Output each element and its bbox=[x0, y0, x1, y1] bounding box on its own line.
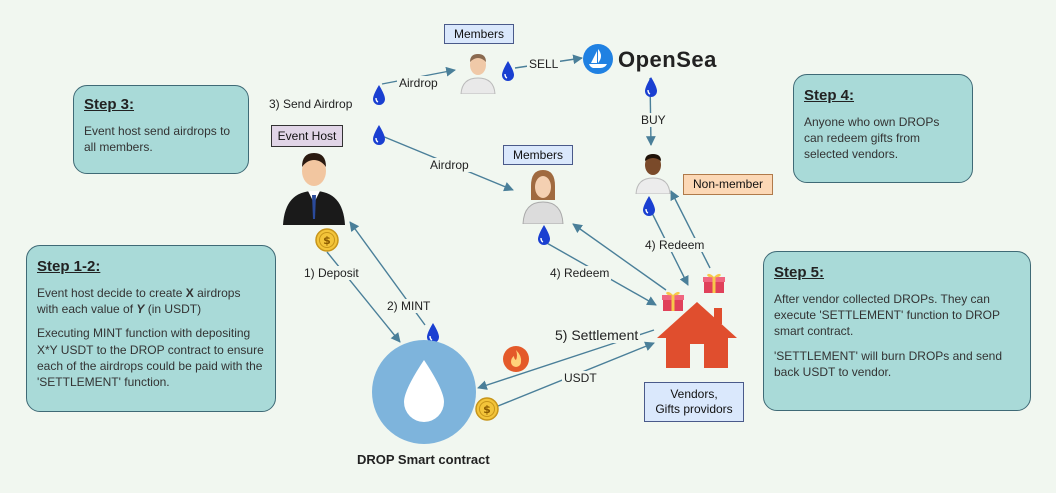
step12-paragraph-2: Executing MINT function with depositing … bbox=[37, 326, 264, 389]
step12-text-a: Event host decide to create bbox=[37, 286, 186, 300]
step5-paragraph-2: 'SETTLEMENT' will burn DROPs and send ba… bbox=[774, 348, 1002, 379]
gift-icon-left bbox=[662, 291, 684, 311]
step3-box: Step 3: Event host send airdrops to all … bbox=[73, 85, 249, 174]
non-member-avatar bbox=[635, 154, 671, 194]
vendors-tag: Vendors, Gifts providors bbox=[644, 382, 744, 422]
arrow-redeem-right-back bbox=[670, 190, 711, 269]
members-tag-top: Members bbox=[444, 24, 514, 44]
coin-icon-deposit: $ bbox=[315, 228, 339, 252]
step12-paragraph-1: Event host decide to create X airdrops w… bbox=[37, 285, 265, 317]
label-settlement: 5) Settlement bbox=[553, 327, 641, 343]
label-buy: BUY bbox=[639, 113, 668, 127]
step4-body: Anyone who own DROPs can redeem gifts fr… bbox=[804, 115, 940, 162]
gift-icon-right bbox=[703, 273, 725, 293]
member-top-avatar bbox=[460, 54, 496, 94]
step5-title: Step 5: bbox=[774, 264, 825, 281]
vendors-tag-line2: Gifts providors bbox=[655, 402, 733, 416]
step5-body: After vendor collected DROPs. They can e… bbox=[774, 291, 1020, 380]
step4-title: Step 4: bbox=[804, 87, 855, 104]
step12-text-b: airdrops with each value of bbox=[37, 286, 241, 317]
step3-body: Event host send airdrops to all members. bbox=[84, 124, 231, 155]
step12-title: Step 1-2: bbox=[37, 258, 101, 275]
label-redeem-right: 4) Redeem bbox=[643, 238, 707, 252]
label-airdrop-top: Airdrop bbox=[397, 76, 440, 90]
step12-text-c: (in USDT) bbox=[144, 302, 202, 317]
step12-body: Event host decide to create X airdrops w… bbox=[37, 285, 265, 390]
opensea-wordmark: OpenSea bbox=[618, 47, 717, 72]
contract-label: DROP Smart contract bbox=[357, 452, 490, 467]
opensea-icon bbox=[583, 44, 613, 74]
arrow-redeem-mid-back bbox=[572, 223, 667, 291]
event-host-avatar bbox=[283, 153, 345, 225]
fire-icon bbox=[503, 346, 529, 372]
drop-icon-mint bbox=[427, 323, 439, 343]
drop-icon-member-top bbox=[502, 61, 514, 81]
event-host-tag: Event Host bbox=[271, 125, 343, 147]
svg-text:$: $ bbox=[323, 234, 331, 247]
label-redeem-mid: 4) Redeem bbox=[548, 266, 612, 280]
label-send-airdrop: 3) Send Airdrop bbox=[267, 97, 355, 111]
svg-text:$: $ bbox=[483, 403, 491, 416]
drop-icon-send-airdrop-1 bbox=[373, 85, 385, 105]
label-sell: SELL bbox=[527, 57, 561, 71]
opensea-logo: OpenSea bbox=[583, 44, 716, 76]
label-usdt: USDT bbox=[562, 371, 599, 385]
member-mid-avatar bbox=[522, 170, 564, 224]
members-tag-mid: Members bbox=[503, 145, 573, 165]
non-member-tag: Non-member bbox=[683, 174, 773, 195]
drop-contract-icon bbox=[372, 340, 476, 444]
drop-icon-opensea bbox=[645, 77, 657, 97]
vendors-tag-line1: Vendors, bbox=[670, 387, 718, 401]
drop-icon-non-member bbox=[643, 196, 655, 216]
step4-box: Step 4: Anyone who own DROPs can redeem … bbox=[793, 74, 973, 183]
coin-icon-usdt: $ bbox=[475, 397, 499, 421]
label-deposit: 1) Deposit bbox=[302, 266, 361, 280]
vendor-house-icon bbox=[657, 302, 737, 368]
drop-icon-member-mid bbox=[538, 225, 550, 245]
step3-title: Step 3: bbox=[84, 96, 135, 113]
step12-x: X bbox=[185, 286, 194, 300]
step12-box: Step 1-2: Event host decide to create X … bbox=[26, 245, 276, 412]
label-airdrop-mid: Airdrop bbox=[428, 158, 471, 172]
label-mint: 2) MINT bbox=[385, 299, 433, 313]
drop-icon-send-airdrop-2 bbox=[373, 125, 385, 145]
step5-paragraph-1: After vendor collected DROPs. They can e… bbox=[774, 292, 1000, 339]
step12-y: Y bbox=[136, 302, 145, 317]
step5-box: Step 5: After vendor collected DROPs. Th… bbox=[763, 251, 1031, 411]
